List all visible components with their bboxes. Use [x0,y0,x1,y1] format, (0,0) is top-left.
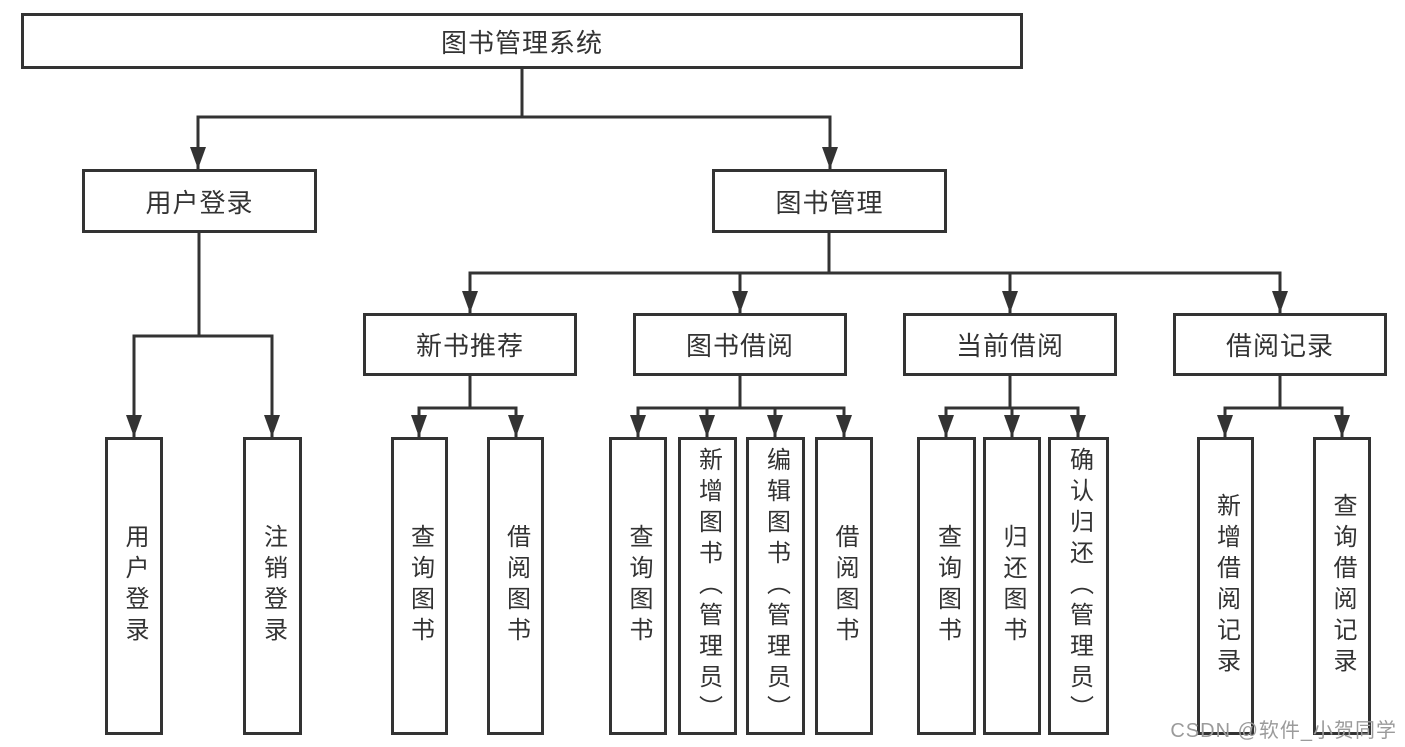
node-label: 归还图书 [999,524,1026,648]
node-book-borrow: 图书借阅 [633,313,847,376]
node-label: 当前借阅 [955,331,1064,361]
edges-user-login [126,231,280,439]
leaf-borrow-query-books: 查询图书 [609,437,667,735]
node-label: 新增图书（管理员） [694,446,722,726]
node-label: 编辑图书（管理员） [762,446,790,726]
edges-book-borrow [630,374,852,439]
node-new-book-recommend: 新书推荐 [363,313,577,376]
node-label: 图书借阅 [685,331,794,361]
leaf-recommend-borrow-books: 借阅图书 [487,437,544,735]
edges-book-management [462,231,1288,315]
node-label: 查询图书 [625,524,652,648]
node-label: 用户登录 [121,524,148,648]
node-library-system: 图书管理系统 [21,13,1023,69]
node-current-borrow: 当前借阅 [903,313,1117,376]
edges-borrow-records [1217,374,1350,439]
leaf-current-query-books: 查询图书 [917,437,976,735]
node-label: 确认归还（管理员） [1065,446,1093,726]
node-label: 图书管理系统 [440,27,603,58]
edges-root [190,67,838,171]
node-label: 图书管理 [775,187,884,218]
leaf-logout: 注销登录 [243,437,302,735]
node-label: 查询图书 [406,524,434,648]
leaf-query-borrow-record: 查询借阅记录 [1313,437,1371,735]
leaf-borrow-books: 借阅图书 [815,437,873,735]
node-label: 新书推荐 [415,331,524,361]
leaf-user-login: 用户登录 [105,437,163,735]
node-label: 新增借阅记录 [1212,493,1240,679]
edges-current-borrow [938,374,1086,439]
node-label: 查询图书 [933,524,961,648]
node-label: 借阅图书 [831,524,858,648]
leaf-edit-books-admin: 编辑图书（管理员） [746,437,805,735]
node-user-login: 用户登录 [82,169,317,233]
edges-new-book-recommend [411,374,524,439]
leaf-add-borrow-record: 新增借阅记录 [1197,437,1254,735]
node-label: 借阅图书 [502,524,530,648]
node-borrow-records: 借阅记录 [1173,313,1387,376]
node-label: 查询借阅记录 [1329,493,1356,679]
node-label: 注销登录 [259,524,287,648]
node-label: 用户登录 [145,187,254,218]
leaf-return-books: 归还图书 [983,437,1041,735]
leaf-add-books-admin: 新增图书（管理员） [678,437,737,735]
node-book-management: 图书管理 [712,169,947,233]
node-label: 借阅记录 [1225,331,1334,361]
leaf-recommend-query-books: 查询图书 [391,437,448,735]
csdn-watermark: CSDN @软件_小贺同学 [1170,720,1397,742]
leaf-confirm-return-admin: 确认归还（管理员） [1048,437,1109,735]
